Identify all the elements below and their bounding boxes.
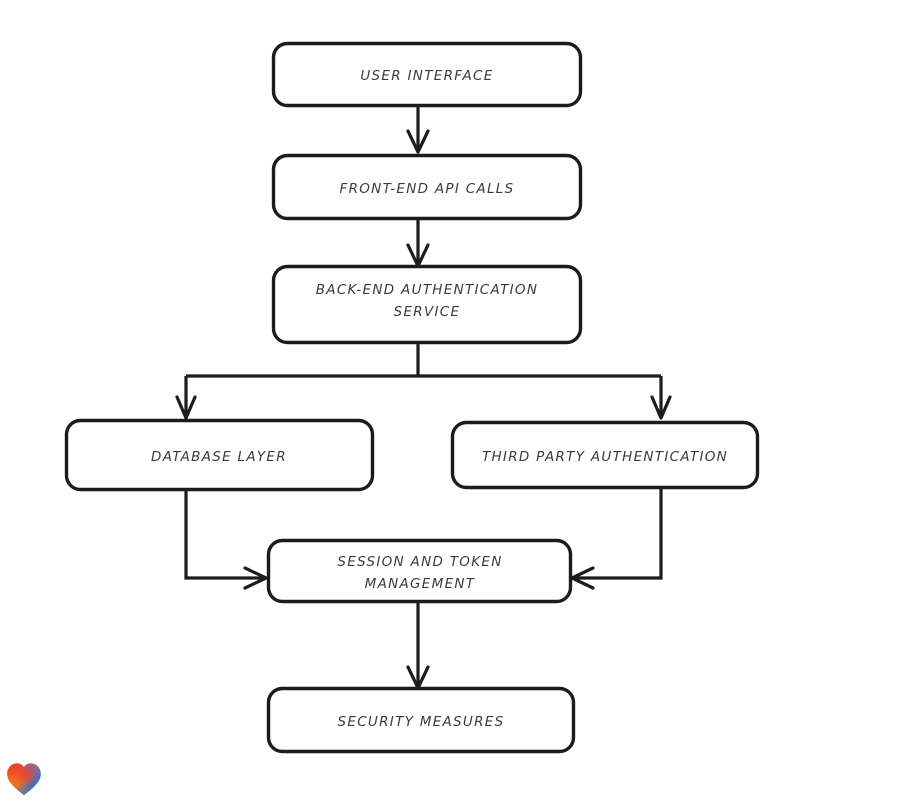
node-back-end-auth-service-label-line1: BACK-END AUTHENTICATION [316,282,539,298]
node-session-token-mgmt[interactable]: SESSION AND TOKEN MANAGEMENT [266,538,573,604]
node-back-end-auth-service-label-line2: SERVICE [394,304,461,320]
node-front-end-api-calls[interactable]: FRONT-END API CALLS [271,153,583,221]
edge-session-token-mgmt-to-security-measures [406,601,430,690]
node-front-end-api-calls-shape[interactable] [271,153,583,221]
node-security-measures-shape[interactable] [266,686,576,754]
node-database-layer[interactable]: DATABASE LAYER [64,418,375,492]
node-user-interface-label: USER INTERFACE [360,68,493,84]
heart-icon-overlay [7,763,41,796]
node-user-interface[interactable]: USER INTERFACE [271,41,583,108]
edge-third-party-auth-to-session-token-mgmt [570,488,663,590]
edge-front-end-api-calls-to-back-end-auth-service [406,219,430,268]
node-session-token-mgmt-label-line2: MANAGEMENT [365,576,476,592]
node-third-party-auth-shape[interactable] [450,420,760,490]
node-back-end-auth-service-shape[interactable] [271,264,583,345]
node-user-interface-shape[interactable] [271,41,583,108]
node-database-layer-label: DATABASE LAYER [151,449,287,465]
heart-icon [7,763,41,796]
node-back-end-auth-service[interactable]: BACK-END AUTHENTICATION SERVICE [271,264,583,345]
node-front-end-api-calls-label: FRONT-END API CALLS [340,181,515,197]
node-database-layer-shape[interactable] [64,418,375,492]
edge-back-end-auth-service-fork-stem [186,343,661,378]
node-session-token-mgmt-label-line1: SESSION AND TOKEN [337,554,502,570]
node-security-measures-label: SECURITY MEASURES [338,714,505,730]
node-third-party-auth[interactable]: THIRD PARTY AUTHENTICATION [450,420,760,490]
edge-fork-to-third-party-auth [650,376,672,420]
edge-fork-to-database-layer [175,376,197,420]
node-security-measures[interactable]: SECURITY MEASURES [266,686,576,754]
edge-user-interface-to-front-end-api-calls [406,105,430,154]
node-session-token-mgmt-shape[interactable] [266,538,573,604]
node-third-party-auth-label: THIRD PARTY AUTHENTICATION [482,449,728,465]
edge-database-layer-to-session-token-mgmt [184,490,268,590]
